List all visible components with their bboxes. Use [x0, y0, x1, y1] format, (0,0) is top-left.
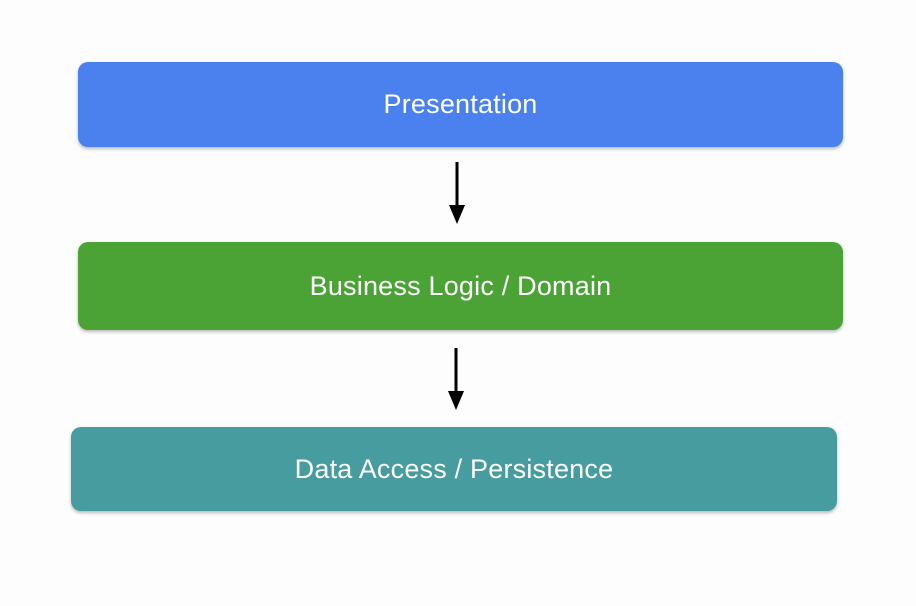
layer-box-data-access: Data Access / Persistence [71, 427, 837, 511]
layer-label-presentation: Presentation [383, 89, 538, 119]
layer-label-business-logic: Business Logic / Domain [309, 270, 612, 301]
layer-box-presentation: Presentation [78, 62, 843, 147]
down-arrow-icon [448, 348, 464, 410]
down-arrow-icon [449, 162, 465, 224]
layer-label-data-access: Data Access / Persistence [294, 453, 614, 484]
layer-box-business-logic: Business Logic / Domain [78, 242, 843, 330]
